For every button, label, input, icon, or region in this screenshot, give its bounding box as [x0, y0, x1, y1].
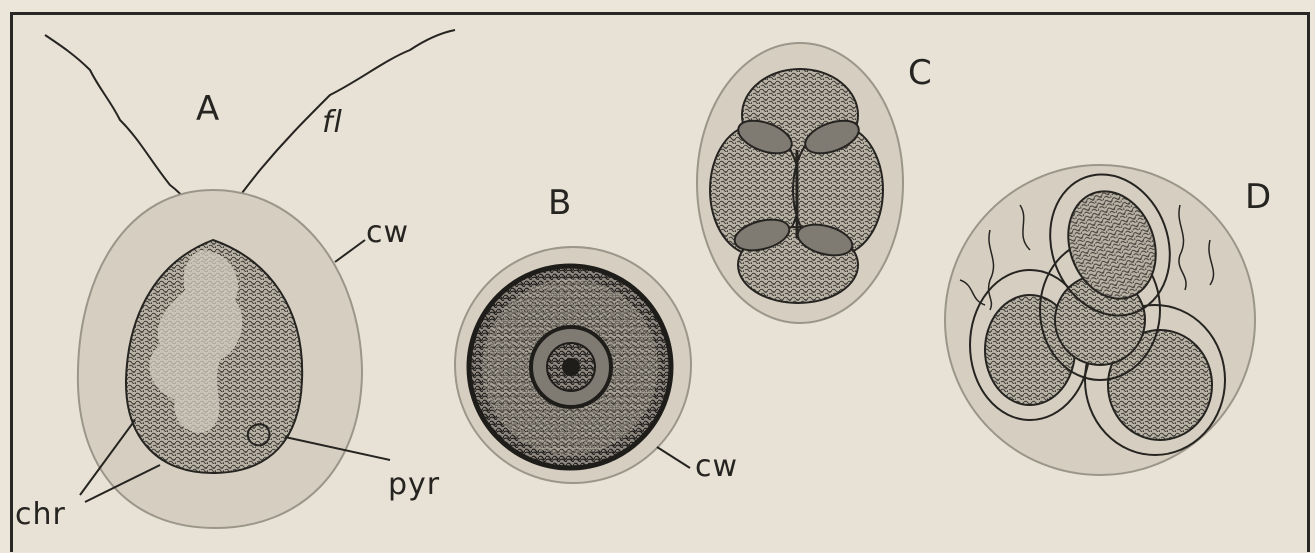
panel-label-d: D	[1245, 180, 1271, 214]
label-chromatophore: chr	[15, 500, 66, 530]
panel-label-a: A	[196, 92, 219, 126]
panel-d-cell	[945, 158, 1255, 475]
label-pyrenoid: pyr	[388, 470, 440, 500]
panel-b-cell	[455, 247, 691, 483]
panel-c-cell	[697, 43, 903, 323]
label-cell-wall-a: cw	[366, 218, 409, 248]
panel-label-b: B	[548, 186, 571, 220]
label-flagella: fl	[322, 108, 343, 138]
panel-label-c: C	[908, 56, 932, 90]
label-cell-wall-b: cw	[695, 452, 738, 482]
panel-a-cell	[45, 30, 455, 528]
